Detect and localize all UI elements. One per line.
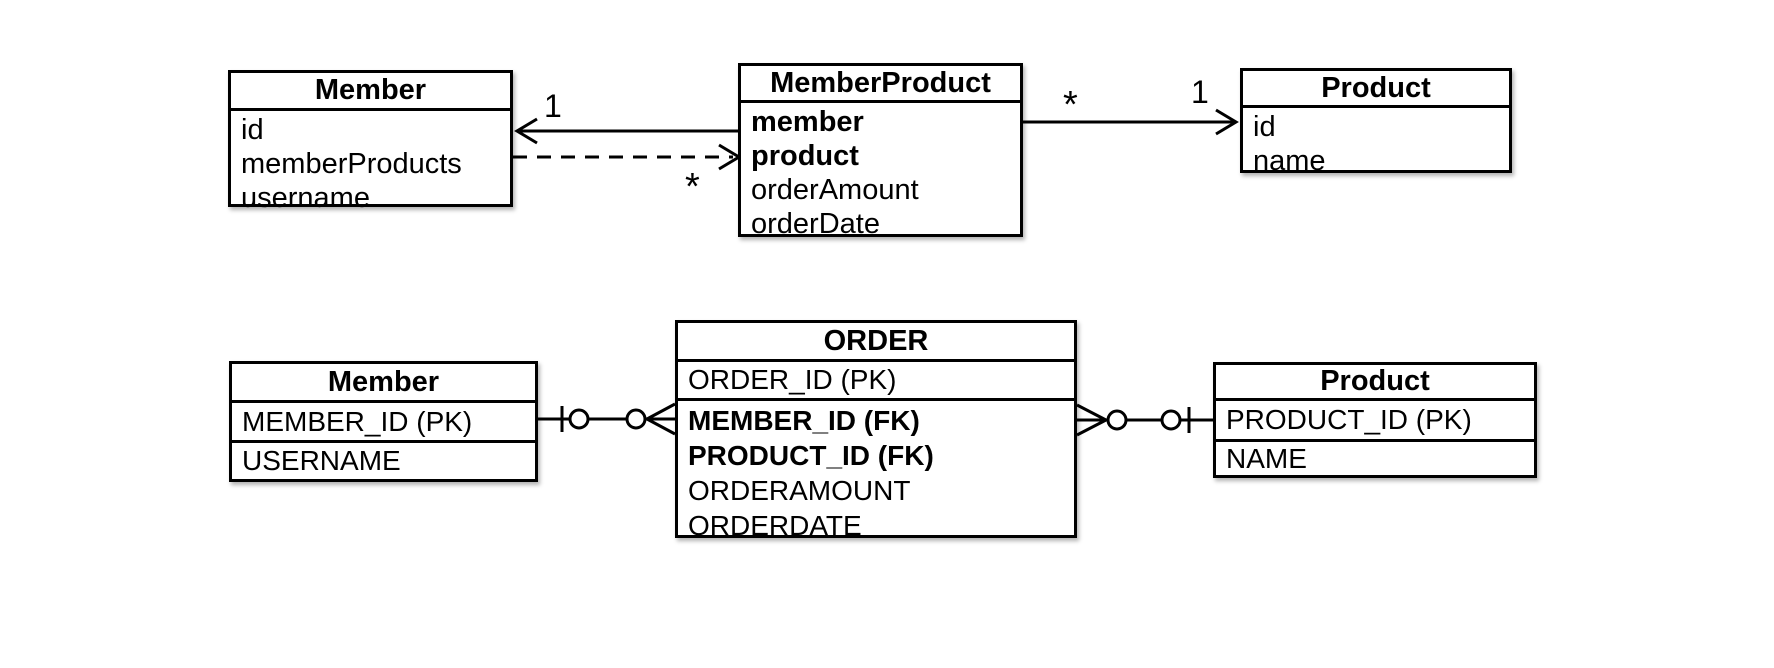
uml-class-memberproduct-attributes: member product orderAmount orderDate [741, 103, 1020, 241]
uml-attribute-orderamount: orderAmount [751, 174, 919, 206]
er-table-order-title: ORDER [678, 323, 1074, 362]
uml-attribute-memberproducts: memberProducts [241, 148, 462, 180]
er-column-order-id-pk: ORDER_ID (PK) [678, 362, 1074, 401]
er-relationship-order-product [1076, 403, 1213, 437]
er-column-member-id-fk: MEMBER_ID (FK) [688, 405, 920, 436]
open-arrowhead-right-icon [1215, 108, 1239, 136]
er-column-product-id-fk: PRODUCT_ID (FK) [688, 440, 934, 471]
uml-class-memberproduct: MemberProduct member product orderAmount… [738, 63, 1023, 240]
er-table-product-title: Product [1216, 365, 1534, 401]
er-table-member-title: Member [232, 364, 535, 403]
crows-foot-icon [1076, 403, 1107, 422]
er-column-member-id-pk: MEMBER_ID (PK) [232, 403, 535, 443]
uml-class-product-title: Product [1243, 71, 1509, 108]
er-column-name: NAME [1226, 442, 1307, 474]
uml-association-memberproduct-to-member [514, 117, 738, 145]
er-relationship-member-order [538, 402, 676, 436]
optional-circle-icon [1106, 409, 1128, 431]
uml-class-member: Member id memberProducts username [228, 70, 513, 214]
uml-attribute-username: username [241, 182, 370, 214]
multiplicity-label-one-product-end: 1 [1191, 74, 1209, 110]
er-column-username: USERNAME [242, 445, 401, 476]
crows-foot-icon [646, 402, 676, 421]
uml-class-memberproduct-title: MemberProduct [741, 66, 1020, 103]
multiplicity-label-many-product-side: * [1063, 84, 1078, 126]
optional-circle-icon [1160, 409, 1182, 431]
crows-foot-icon [646, 417, 676, 436]
er-column-orderamount: ORDERAMOUNT [688, 475, 911, 506]
multiplicity-label-one-member-end: 1 [544, 88, 562, 124]
crows-foot-icon [1076, 418, 1107, 437]
uml-class-product-attributes: id name [1243, 108, 1509, 178]
optional-circle-icon [625, 408, 647, 430]
uml-class-product: Product id name [1240, 68, 1512, 177]
er-table-product: Product PRODUCT_ID (PK) NAME [1213, 362, 1537, 478]
uml-association-memberproduct-to-product [1023, 108, 1239, 136]
open-arrowhead-left-icon [514, 117, 538, 145]
er-table-member: Member MEMBER_ID (PK) USERNAME [229, 361, 538, 482]
uml-attribute-name: name [1253, 145, 1326, 177]
uml-class-member-attributes: id memberProducts username [231, 111, 510, 215]
uml-attribute-member: member [751, 106, 864, 138]
er-table-order-columns: MEMBER_ID (FK) PRODUCT_ID (FK) ORDERAMOU… [678, 401, 1074, 543]
uml-attribute-id: id [241, 114, 264, 146]
multiplicity-label-many-memberproduct-end: * [685, 166, 700, 208]
optional-circle-icon [568, 408, 590, 430]
uml-dependency-member-to-memberproduct [513, 143, 742, 171]
uml-class-member-title: Member [231, 73, 510, 111]
er-column-orderdate: ORDERDATE [688, 510, 862, 541]
er-column-product-id-pk: PRODUCT_ID (PK) [1216, 401, 1534, 442]
uml-attribute-id: id [1253, 111, 1276, 143]
uml-attribute-orderdate: orderDate [751, 208, 880, 240]
er-table-order: ORDER ORDER_ID (PK) MEMBER_ID (FK) PRODU… [675, 320, 1077, 541]
uml-attribute-product: product [751, 140, 859, 172]
